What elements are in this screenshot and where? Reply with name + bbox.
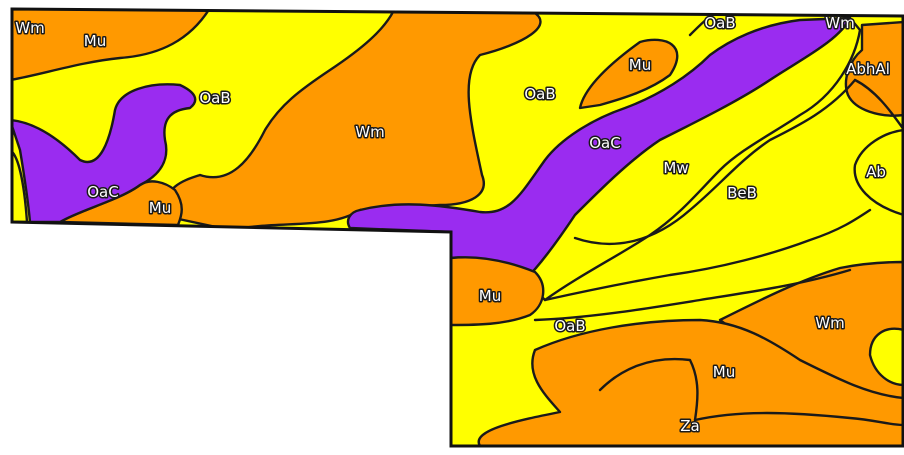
zone-mu-center-top	[578, 38, 679, 110]
parcel-boundary	[10, 7, 904, 448]
zone-abhal	[844, 20, 903, 117]
label-mu-lower-left: Mu	[479, 287, 501, 305]
label-wm-top-right: Wm	[825, 14, 854, 32]
label-mw-right: Mw	[663, 159, 688, 177]
label-oab-left: OaB	[199, 89, 230, 107]
label-oac-left: OaC	[87, 183, 118, 201]
label-wm-center: Wm	[355, 123, 384, 141]
boundary-line-za-lower	[693, 411, 903, 427]
label-oab-lower: OaB	[554, 317, 585, 335]
label-beb-right: BeB	[727, 184, 757, 202]
label-wm-top-left: Wm	[15, 19, 44, 37]
label-oac-center: OaC	[589, 134, 620, 152]
label-mu-center-top: Mu	[629, 56, 651, 74]
label-abhal-right: AbhAl	[846, 60, 890, 78]
boundary-line-beb-right	[853, 78, 903, 132]
boundary-line-beb-lower	[543, 208, 872, 302]
label-wm-lower-right: Wm	[815, 314, 844, 332]
label-ab-right: Ab	[866, 163, 886, 181]
boundary-line-beb-upper	[573, 78, 857, 246]
zone-mu-lower-left	[449, 256, 545, 327]
label-mu-top-left: Mu	[84, 32, 106, 50]
zone-ab	[853, 128, 903, 217]
zone-oac-left	[12, 83, 197, 224]
label-mu-left-bottom: Mu	[149, 199, 171, 217]
label-oab-top-right: OaB	[704, 14, 735, 32]
boundary-line-za-upper	[598, 357, 699, 422]
boundary-line-mw-inner	[533, 268, 852, 322]
label-mu-lower: Mu	[713, 363, 735, 381]
zone-mw	[523, 16, 862, 302]
label-oab-center: OaB	[524, 85, 555, 103]
label-za-bottom: Za	[680, 417, 699, 435]
zone-mu-top-left	[12, 9, 212, 82]
